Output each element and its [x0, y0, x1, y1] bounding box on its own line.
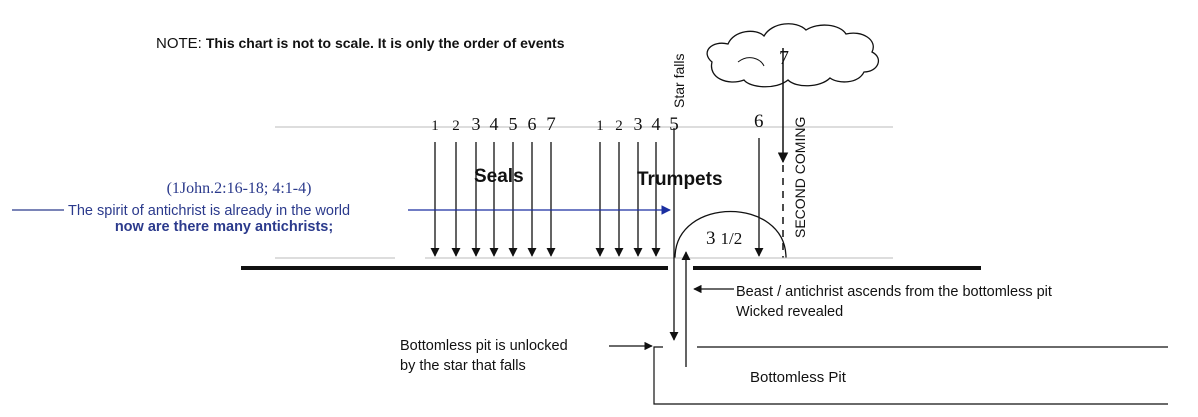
- star-falls-label: Star falls: [671, 54, 687, 108]
- note-text: This chart is not to scale. It is only t…: [206, 35, 565, 51]
- antichrist-line2: now are there many antichrists;: [115, 219, 333, 235]
- seal-number-6: 6: [528, 114, 537, 134]
- cloud-detail: [737, 57, 765, 67]
- pit-unlocked-line1: Bottomless pit is unlocked: [400, 338, 568, 354]
- trumpet-number-7: 7: [779, 47, 789, 69]
- note: NOTE:This chart is not to scale. It is o…: [156, 35, 565, 52]
- antichrist-reference: (1John.2:16-18; 4:1-4): [167, 180, 312, 197]
- seal-number-7: 7: [546, 114, 556, 135]
- trumpet-arrows: [595, 142, 661, 257]
- trumpet-number-2: 2: [615, 118, 623, 134]
- seal-number-1: 1: [431, 118, 439, 134]
- beast-line2: Wicked revealed: [736, 304, 843, 320]
- three-whole: 3: [706, 228, 716, 249]
- trumpet-number-5: 5: [669, 114, 679, 135]
- seal-number-5: 5: [509, 114, 518, 134]
- three-and-half-arc: [674, 210, 787, 259]
- seal-number-3: 3: [472, 114, 481, 134]
- seal-arrows: [430, 142, 556, 257]
- antichrist-line1: The spirit of antichrist is already in t…: [68, 203, 350, 219]
- second-coming-label: SECOND COMING: [792, 117, 808, 238]
- beast-line1: Beast / antichrist ascends from the bott…: [736, 284, 1052, 300]
- bottomless-pit-outline: [653, 346, 1168, 405]
- trumpet-number-3: 3: [634, 114, 643, 134]
- trumpets-label: Trumpets: [637, 169, 723, 190]
- trumpet-number-6: 6: [754, 111, 764, 132]
- seal-number-4: 4: [490, 114, 499, 134]
- seals-label: Seals: [474, 166, 524, 187]
- three-and-half-label: 3 1/2: [706, 228, 742, 249]
- note-prefix: NOTE:: [156, 35, 202, 52]
- pit-unlocked-line2: by the star that falls: [400, 358, 526, 374]
- trumpet-number-4: 4: [652, 114, 661, 134]
- seal-number-2: 2: [452, 118, 460, 134]
- three-fraction: 1/2: [721, 229, 743, 248]
- cloud-icon: [706, 23, 880, 88]
- bottomless-pit-label: Bottomless Pit: [750, 369, 847, 386]
- trumpet-number-1: 1: [596, 118, 604, 134]
